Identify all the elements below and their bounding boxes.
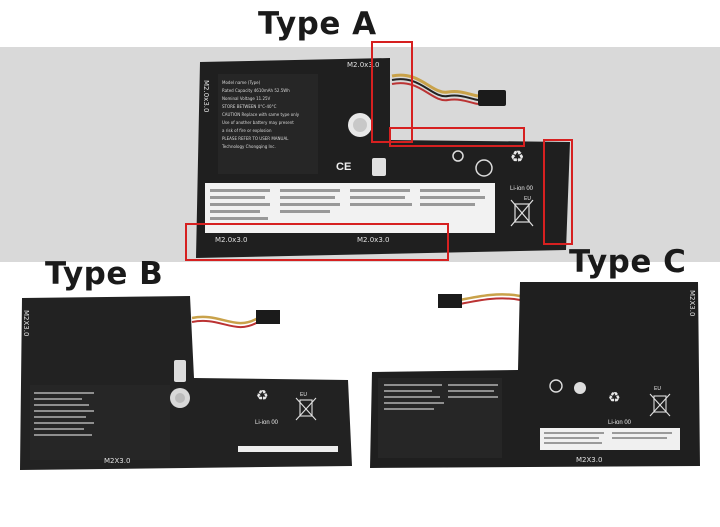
screw-label-c: M2X3.0 — [576, 456, 602, 464]
svg-text:♻: ♻ — [608, 389, 621, 405]
svg-text:CAUTION Replace with same type: CAUTION Replace with same type only — [222, 112, 300, 117]
li-ion-label-b: Li-ion 00 — [255, 420, 279, 426]
svg-text:Technology Chongqing Inc.: Technology Chongqing Inc. — [221, 144, 276, 149]
eu-label-a: EU — [524, 196, 531, 202]
svg-text:M2X3.0: M2X3.0 — [22, 310, 30, 336]
type-c-heading: Type C — [569, 244, 687, 280]
screw-label-b: M2X3.0 — [104, 457, 130, 465]
svg-text:PLEASE REFER TO USER MANUAL: PLEASE REFER TO USER MANUAL — [222, 136, 289, 141]
svg-text:Rated Capacity 4610mAh 52.5Wh: Rated Capacity 4610mAh 52.5Wh — [222, 88, 290, 93]
screw-label-top: M2.0x3.0 — [347, 61, 379, 69]
svg-text:♻: ♻ — [256, 387, 269, 403]
eu-label-c: EU — [654, 386, 661, 392]
type-b-heading: Type B — [45, 256, 164, 292]
svg-text:♻: ♻ — [510, 149, 524, 166]
svg-text:Use of another battery may pre: Use of another battery may present — [222, 120, 294, 125]
svg-text:Model name (Type): Model name (Type) — [222, 80, 261, 85]
screw-label-bottom-mid: M2.0x3.0 — [357, 236, 389, 244]
svg-text:Nominal Voltage 11.25V: Nominal Voltage 11.25V — [222, 96, 271, 101]
svg-text:STORE BETWEEN 0°C-40°C: STORE BETWEEN 0°C-40°C — [222, 104, 277, 109]
svg-text:M2X3.0: M2X3.0 — [688, 290, 696, 316]
type-a-heading: Type A — [258, 6, 377, 42]
svg-text:a risk of fire or explosion: a risk of fire or explosion — [222, 128, 272, 133]
eu-label-b: EU — [300, 392, 307, 398]
ce-mark: CE — [336, 161, 351, 173]
li-ion-label-c: Li-ion 00 — [608, 420, 632, 426]
li-ion-label-a: Li-ion 00 — [510, 186, 534, 192]
highlight-boxes — [185, 41, 573, 261]
battery-type-c: ♻ Li-ion 00 EU M2X3.0 M2X3.0 — [370, 282, 700, 468]
svg-text:M2.0x3.0: M2.0x3.0 — [202, 80, 210, 112]
battery-type-a: Model name (Type) Rated Capacity 4610mAh… — [185, 41, 573, 261]
battery-type-b: ♻ Li-ion 00 EU M2X3.0 M2X3.0 — [20, 296, 352, 470]
screw-label-bottom-left: M2.0x3.0 — [215, 236, 247, 244]
